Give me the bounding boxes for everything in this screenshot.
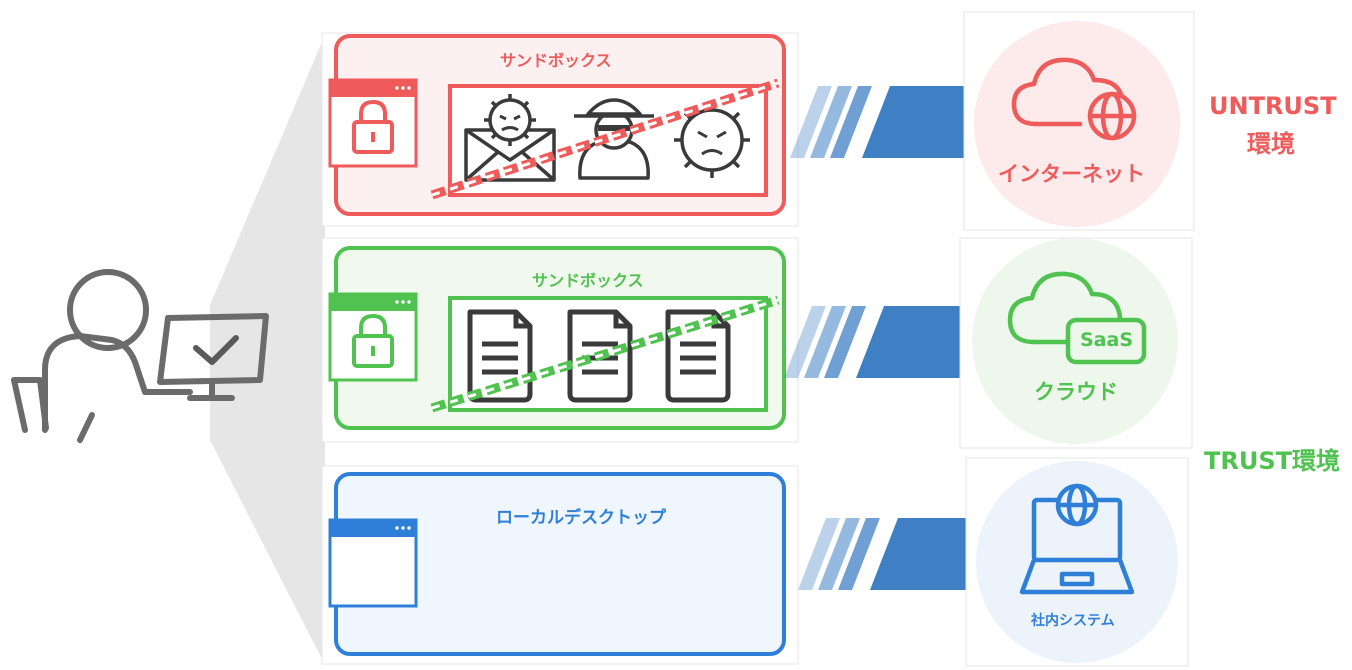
- panel-title-trust: サンドボックス: [532, 271, 644, 290]
- endpoint-label-internet: インターネット: [998, 162, 1145, 186]
- zone-label-trust: TRUST環境: [1204, 447, 1340, 475]
- browser-lock-icon: [328, 292, 418, 382]
- zone-label-untrust: UNTRUST: [1209, 92, 1337, 120]
- panel-title-untrust: サンドボックス: [500, 51, 612, 70]
- panel-title-local: ローカルデスクトップ: [496, 508, 666, 528]
- browser-lock-icon: [328, 78, 418, 168]
- saas-badge: SaaS: [1080, 329, 1134, 351]
- user-at-computer-icon: [11, 269, 269, 443]
- malware-mail-icon: [464, 94, 556, 182]
- connection-slashes-1: [790, 86, 970, 158]
- chain-icon: [430, 78, 780, 200]
- connection-slashes-3: [798, 518, 978, 590]
- zone-label-untrust-suffix: 環境: [1247, 130, 1295, 158]
- projection-fan: [210, 35, 325, 665]
- laptop-globe-icon: [1019, 483, 1135, 595]
- endpoint-label-internal: 社内システム: [1031, 613, 1115, 629]
- browser-window-icon: [328, 518, 418, 608]
- hacker-icon: [574, 98, 654, 180]
- endpoint-label-cloud: クラウド: [1034, 380, 1118, 404]
- cloud-globe-icon: [1011, 57, 1137, 141]
- cloud-saas-icon: [1007, 271, 1147, 365]
- connection-slashes-2: [784, 306, 964, 378]
- chain-icon: [430, 295, 780, 413]
- document-icon: [470, 312, 530, 400]
